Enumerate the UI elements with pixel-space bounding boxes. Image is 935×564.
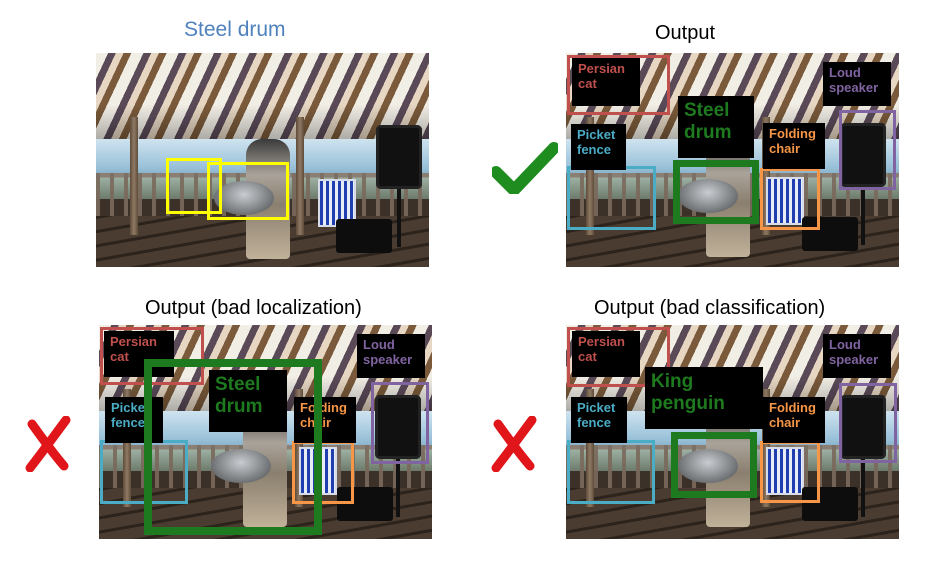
folding-chair-box: [760, 441, 820, 503]
steel-drum-box: [144, 359, 322, 535]
loud-speaker-box: [839, 383, 897, 463]
ground-truth-box: [207, 162, 289, 220]
title-bad-classification: Output (bad classification): [594, 297, 826, 319]
steel-drum-box: [673, 160, 759, 224]
king-penguin-box: [671, 432, 757, 498]
loud-speaker-box: [839, 110, 896, 190]
persian-cat-box: [100, 327, 204, 385]
folding-chair-box: [760, 168, 820, 230]
picket-fence-box: [567, 440, 655, 504]
cross-mark-icon: [491, 416, 537, 472]
title-steel-drum: Steel drum: [184, 18, 286, 41]
cross-mark-icon: [25, 416, 71, 472]
picket-fence-box: [567, 166, 656, 230]
loud-speaker-box: [371, 382, 429, 464]
ground-truth-box: [166, 158, 222, 214]
title-bad-localization: Output (bad localization): [145, 297, 362, 319]
title-output: Output: [655, 22, 716, 44]
persian-cat-box: [567, 55, 670, 115]
check-mark-icon: [492, 142, 558, 194]
persian-cat-box: [567, 327, 670, 387]
photo-ground-truth: [96, 53, 429, 267]
